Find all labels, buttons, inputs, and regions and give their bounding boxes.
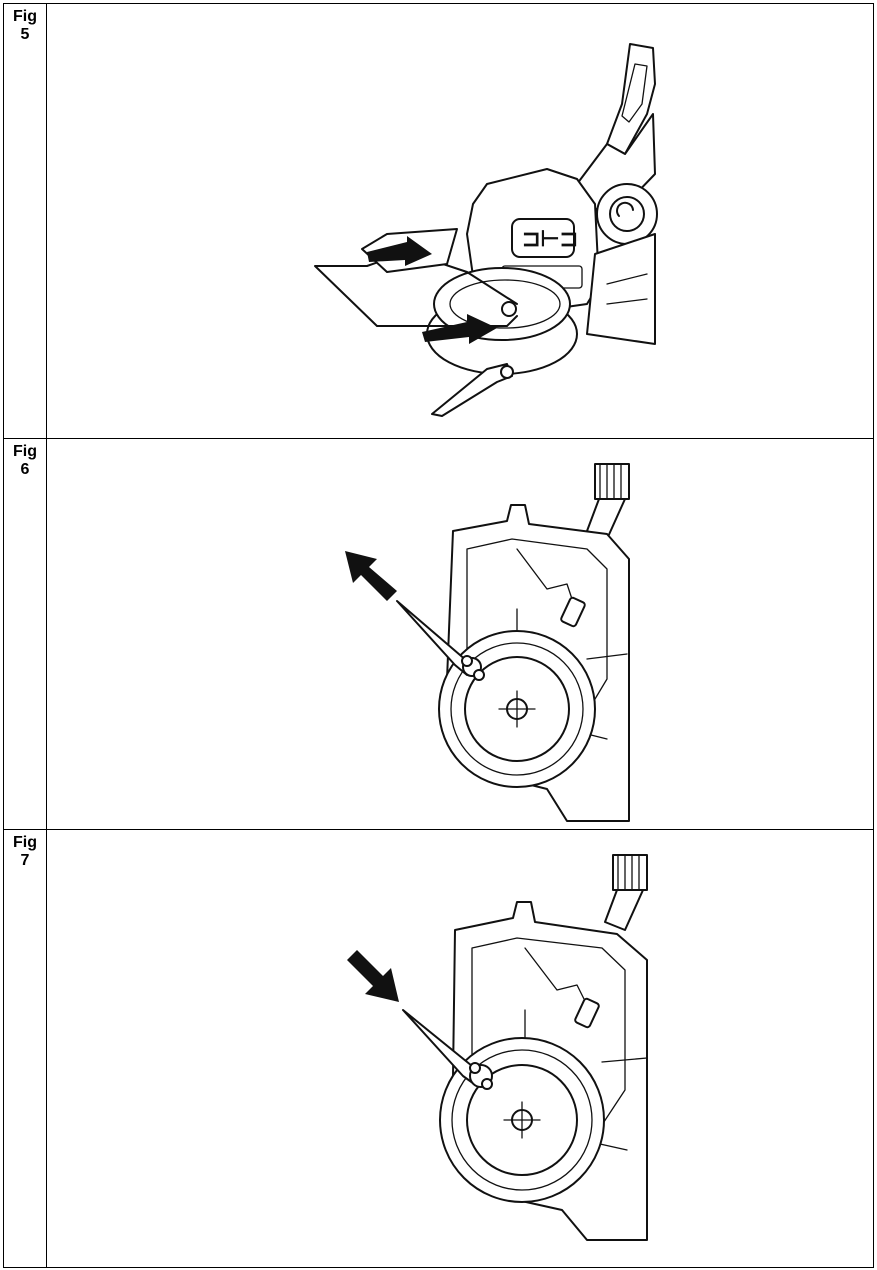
figure-row-5: Fig 5 ⊐⊢⊐ bbox=[3, 3, 874, 439]
figure-word: Fig bbox=[13, 443, 37, 460]
trimmer-head-guard-illustration: ⊐⊢⊐ bbox=[314, 43, 658, 417]
figure-label: Fig 5 bbox=[4, 4, 46, 44]
figure-word: Fig bbox=[13, 8, 37, 25]
figure-number: 5 bbox=[20, 26, 30, 43]
figure-number: 7 bbox=[20, 852, 30, 869]
figure-word: Fig bbox=[13, 834, 37, 851]
figure-number: 6 bbox=[20, 461, 30, 478]
figure-row-6: Fig 6 bbox=[3, 438, 874, 830]
figure-label: Fig 6 bbox=[4, 439, 46, 479]
figure-image-cell: ⊐⊢⊐ bbox=[46, 3, 874, 439]
figure-image-cell bbox=[46, 829, 874, 1268]
figure-label-cell: Fig 5 bbox=[3, 3, 47, 439]
figure-row-7: Fig 7 bbox=[3, 829, 874, 1268]
figure-label-cell: Fig 7 bbox=[3, 829, 47, 1268]
figure-table: Fig 5 ⊐⊢⊐ bbox=[3, 3, 874, 1268]
trimmer-head-blade-insertion-illustration bbox=[347, 854, 648, 1241]
trimmer-head-blade-removal-illustration bbox=[345, 463, 630, 822]
figure-image-cell bbox=[46, 438, 874, 830]
figure-label: Fig 7 bbox=[4, 830, 46, 870]
svg-text:⊐⊢⊐: ⊐⊢⊐ bbox=[522, 226, 578, 251]
figure-label-cell: Fig 6 bbox=[3, 438, 47, 830]
